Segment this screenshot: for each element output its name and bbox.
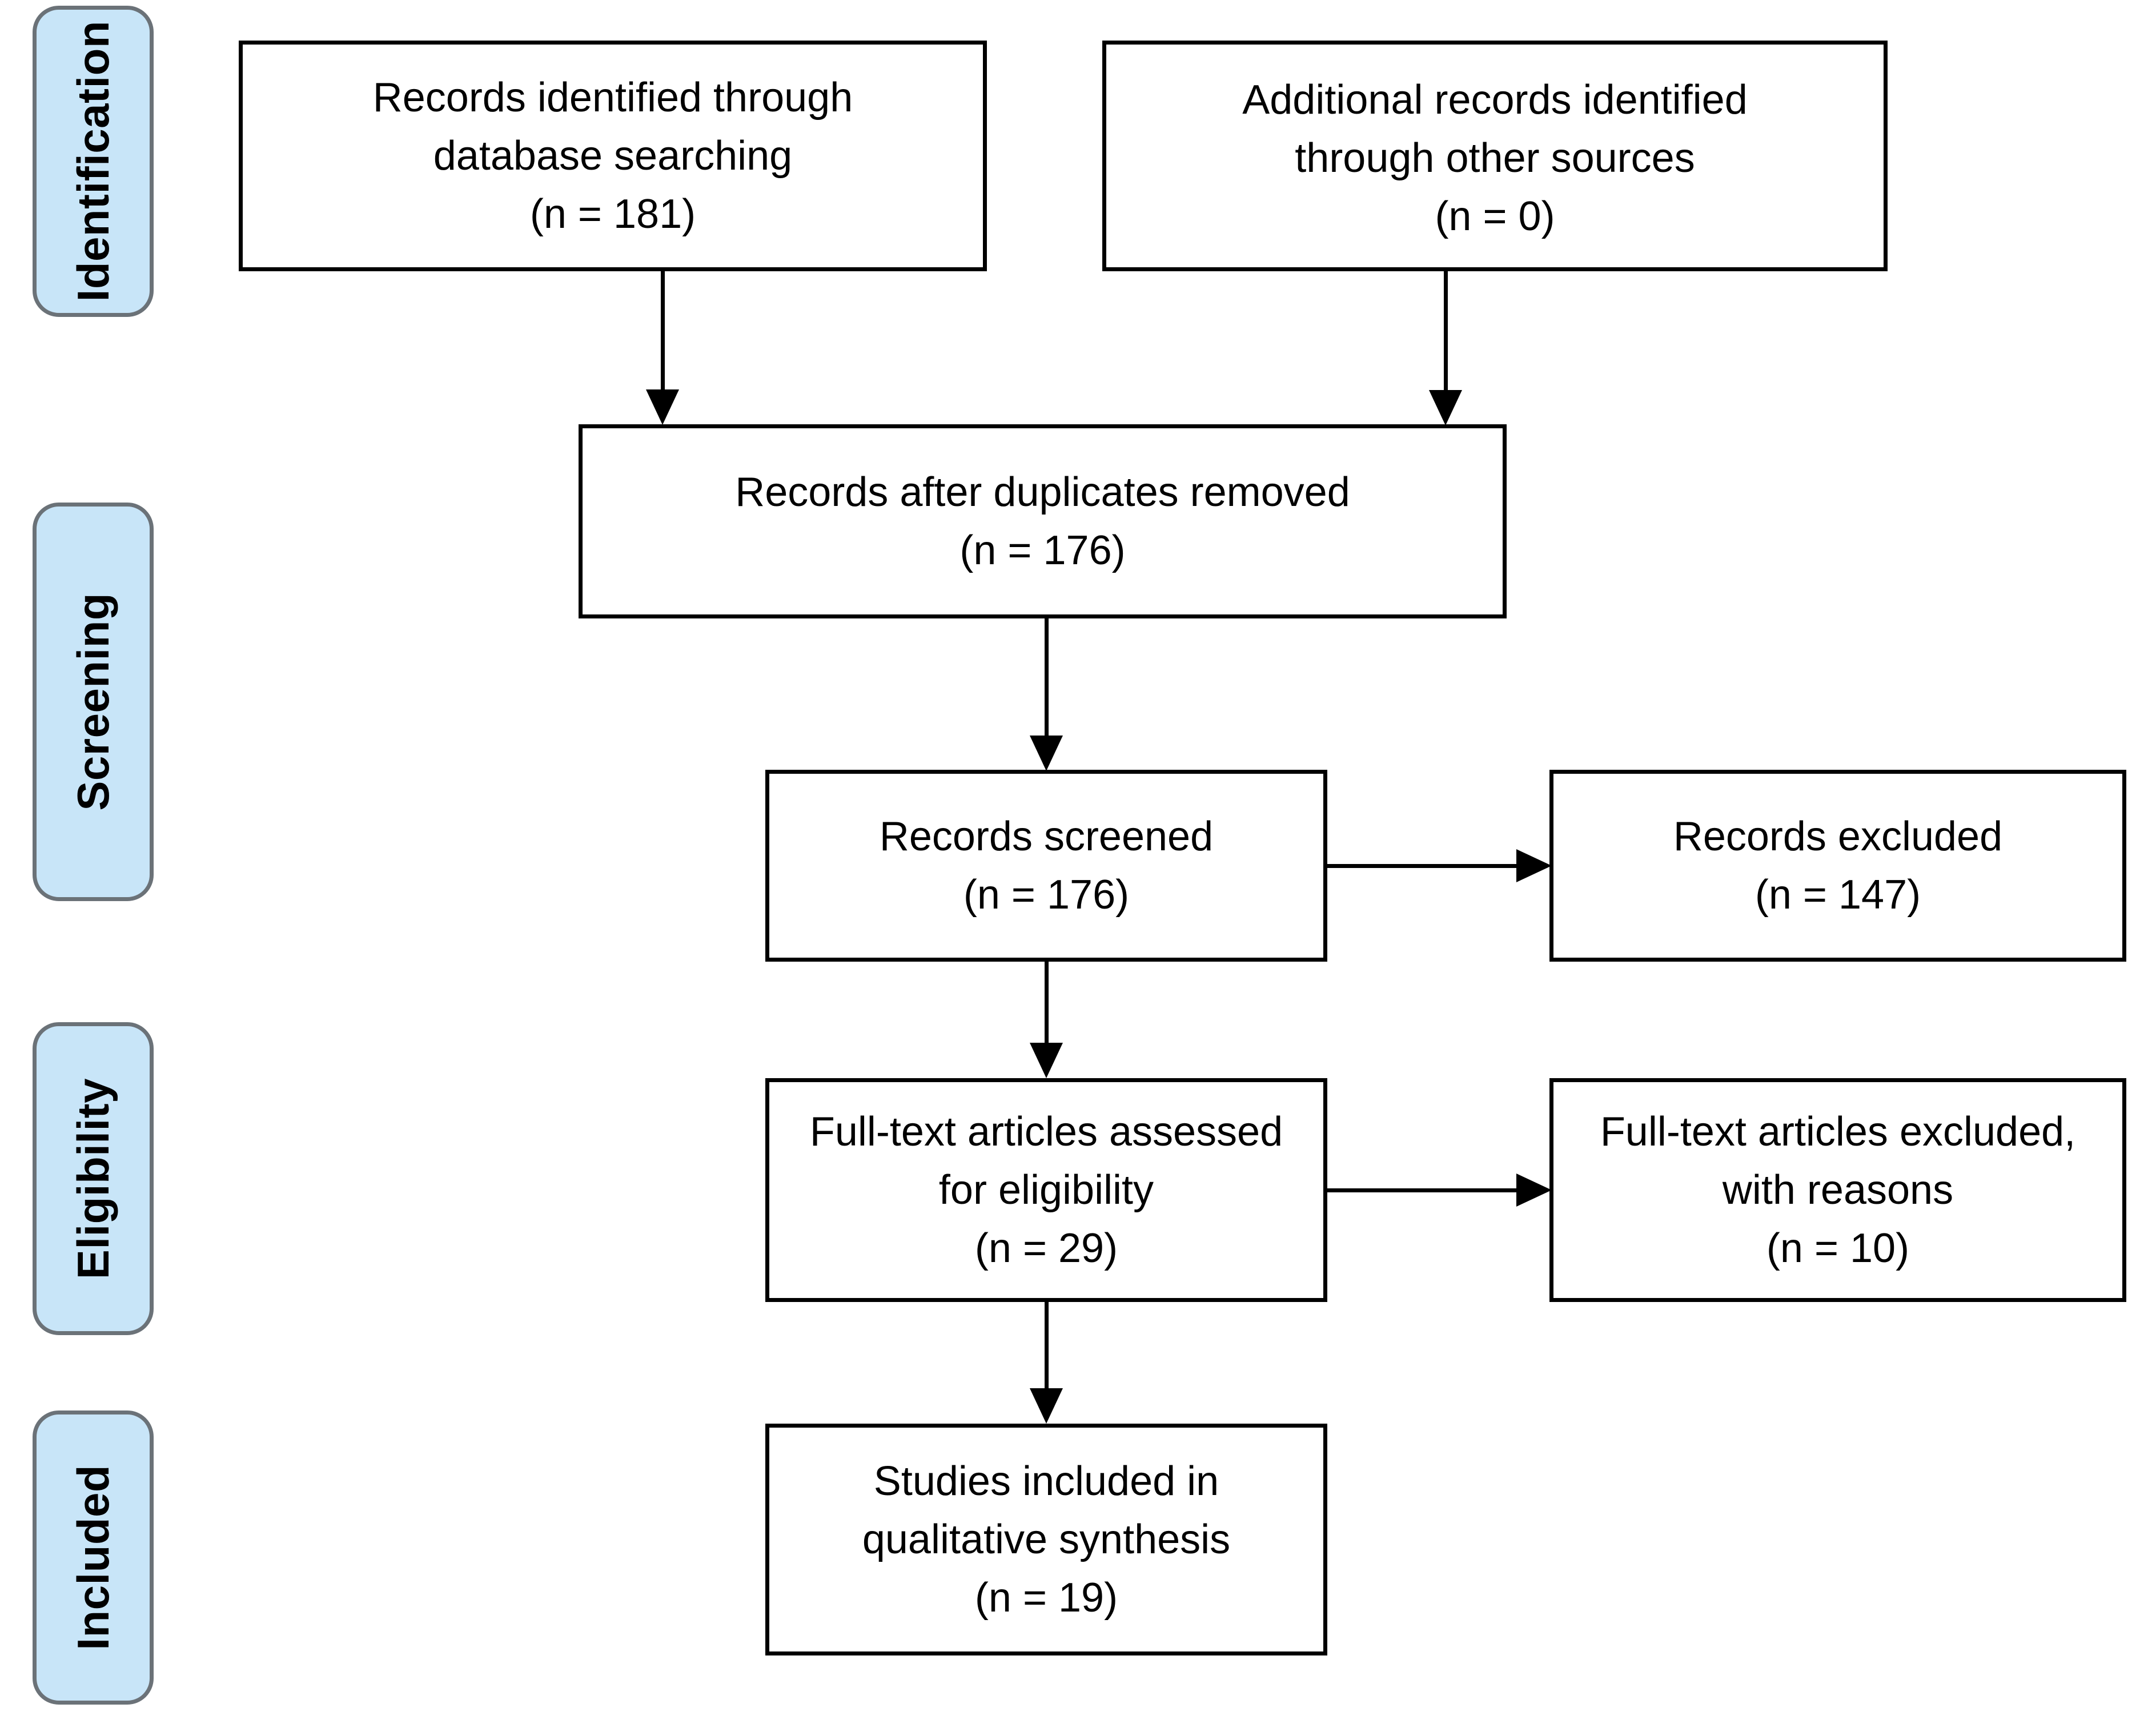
flow-box-records-after-duplicates-removed: Records after duplicates removed (n = 17… (579, 424, 1507, 618)
flow-box-count: (n = 0) (1435, 194, 1555, 240)
stage-tab-identification: Identification (33, 6, 154, 317)
flow-box-records-screened: Records screened (n = 176) (765, 770, 1327, 962)
flow-box-line: Records identified through (372, 74, 853, 120)
flow-box-count: (n = 181) (529, 191, 696, 238)
flow-box-fulltext-articles-excluded: Full-text articles excluded, with reason… (1549, 1078, 2126, 1302)
stage-tab-screening: Screening (33, 503, 154, 901)
flow-box-line: qualitative synthesis (862, 1516, 1231, 1562)
flow-box-count: (n = 176) (959, 528, 1126, 573)
stage-tab-identification-label: Identification (68, 21, 118, 302)
connector-line (1327, 1188, 1520, 1192)
stage-tab-included: Included (33, 1410, 154, 1705)
flow-box-count: (n = 147) (1754, 872, 1921, 918)
flow-box-count: (n = 176) (963, 872, 1130, 918)
connector-line (1045, 962, 1049, 1043)
stage-tab-eligibility-label: Eligibility (68, 1078, 118, 1280)
arrow-down-icon (1030, 1043, 1063, 1078)
connector-line (1045, 1302, 1049, 1389)
flow-box-additional-records-other-sources: Additional records identified through ot… (1102, 41, 1888, 271)
connector-line (661, 271, 665, 391)
flow-box-line: Full-text articles assessed (809, 1108, 1283, 1155)
arrow-down-icon (1030, 1388, 1063, 1424)
flow-box-line: Records excluded (1673, 813, 2003, 859)
stage-tab-included-label: Included (68, 1465, 118, 1650)
flow-box-line: for eligibility (938, 1167, 1154, 1213)
flow-box-line: with reasons (1722, 1167, 1954, 1213)
stage-tab-eligibility: Eligibility (33, 1022, 154, 1335)
flow-box-line: Studies included in (873, 1458, 1219, 1504)
flow-box-fulltext-articles-assessed: Full-text articles assessed for eligibil… (765, 1078, 1327, 1302)
arrow-down-icon (1429, 390, 1462, 425)
flow-box-line: through other sources (1295, 135, 1695, 182)
flow-box-count: (n = 19) (974, 1575, 1118, 1621)
flow-box-line: Records screened (879, 813, 1214, 859)
flow-box-line: database searching (433, 132, 793, 179)
flow-box-line: Additional records identified (1242, 77, 1748, 123)
connector-line (1327, 864, 1520, 868)
flow-box-records-identified-database: Records identified through database sear… (239, 41, 987, 271)
flow-box-records-excluded: Records excluded (n = 147) (1549, 770, 2126, 962)
connector-line (1444, 271, 1448, 404)
flow-box-line: Records after duplicates removed (735, 469, 1350, 515)
arrow-right-icon (1516, 849, 1552, 882)
flow-box-line: Full-text articles excluded, (1600, 1108, 2076, 1155)
flow-box-studies-included-qualitative-synthesis: Studies included in qualitative synthesi… (765, 1424, 1327, 1655)
arrow-down-icon (1030, 736, 1063, 771)
connector-line (1045, 618, 1049, 736)
flow-box-count: (n = 29) (974, 1225, 1118, 1272)
arrow-down-icon (646, 389, 679, 425)
stage-tab-screening-label: Screening (68, 593, 118, 811)
flow-box-count: (n = 10) (1766, 1225, 1910, 1272)
arrow-right-icon (1516, 1174, 1552, 1207)
